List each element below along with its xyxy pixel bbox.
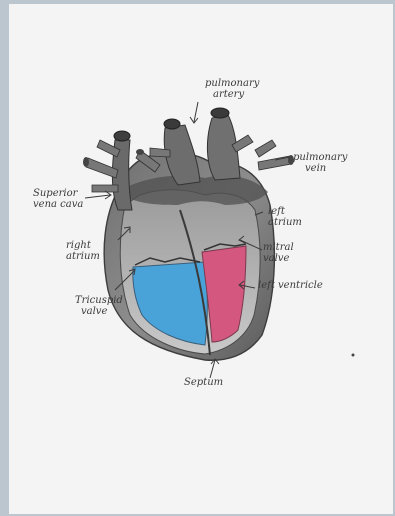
right-vessel-1 xyxy=(255,140,276,157)
left-vessel-5 xyxy=(150,148,170,157)
pencil-dot xyxy=(352,354,355,357)
label-mitral-valve: mitral valve xyxy=(263,242,294,264)
left-vessel-2 xyxy=(92,185,118,192)
label-left-atrium: left atrium xyxy=(268,206,302,228)
label-superior-vena-cava: Superior vena cava xyxy=(33,188,83,210)
aorta-opening xyxy=(211,108,229,118)
label-pulmonary-vein: pulmonary vein xyxy=(293,152,347,174)
label-tricuspid-valve: Tricuspid valve xyxy=(75,295,123,317)
label-septum: Septum xyxy=(184,377,223,388)
vena-cava-opening xyxy=(114,131,130,141)
label-pulmonary-artery: pulmonary artery xyxy=(205,78,259,100)
label-right-atrium: right atrium xyxy=(66,240,100,262)
label-left-ventricle: left ventricle xyxy=(258,280,323,291)
pulmonary-opening-left xyxy=(164,119,180,129)
